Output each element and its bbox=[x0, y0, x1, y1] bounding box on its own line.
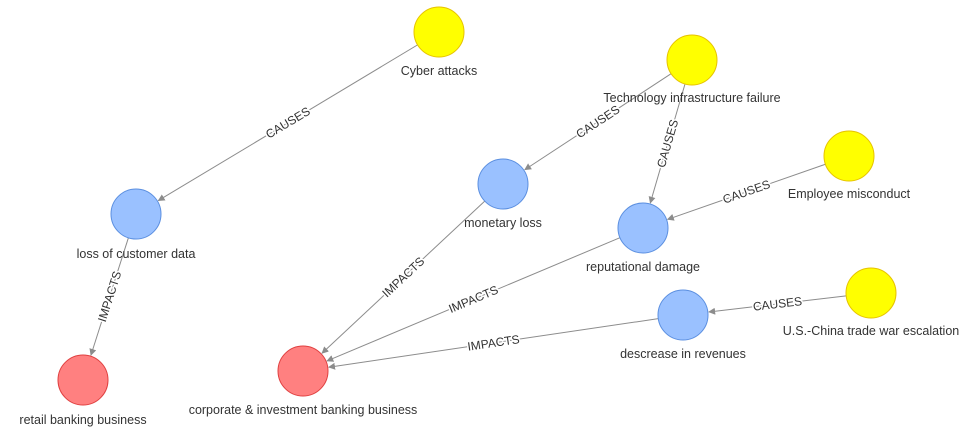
edge-label: CAUSES bbox=[573, 102, 622, 141]
node-circle[interactable] bbox=[477, 158, 529, 210]
node-label: U.S.-China trade war escalation bbox=[783, 324, 960, 338]
node-descrease-in-revenues[interactable]: descrease in revenues bbox=[620, 289, 746, 361]
edge-trade-revenue[interactable]: CAUSES bbox=[708, 293, 847, 315]
node-loss-of-customer-data[interactable]: loss of customer data bbox=[77, 188, 196, 261]
edge-label: CAUSES bbox=[752, 294, 803, 314]
edge-line[interactable] bbox=[326, 237, 621, 362]
node-circle[interactable] bbox=[666, 34, 718, 86]
node-label: Employee misconduct bbox=[788, 187, 911, 201]
node-monetary-loss[interactable]: monetary loss bbox=[464, 158, 542, 230]
node-circle[interactable] bbox=[413, 6, 465, 58]
node-label: Cyber attacks bbox=[401, 64, 477, 78]
node-label: corporate & investment banking business bbox=[189, 403, 418, 417]
node-cyber-attacks[interactable]: Cyber attacks bbox=[401, 6, 477, 78]
node-circle[interactable] bbox=[845, 267, 897, 319]
node-circle[interactable] bbox=[110, 188, 162, 240]
edge-label: CAUSES bbox=[721, 177, 772, 207]
edge-cyber-lossdata[interactable]: CAUSES bbox=[157, 44, 418, 202]
node-circle[interactable] bbox=[823, 130, 875, 182]
node-circle[interactable] bbox=[57, 354, 109, 406]
edge-line[interactable] bbox=[524, 73, 672, 171]
edge-monetary-corporate[interactable]: IMPACTS bbox=[321, 200, 486, 354]
node-label: reputational damage bbox=[586, 260, 700, 274]
edge-line[interactable] bbox=[157, 44, 418, 202]
node-u-s-china-trade-war-escalation[interactable]: U.S.-China trade war escalation bbox=[783, 267, 960, 338]
edge-line[interactable] bbox=[708, 295, 847, 315]
edge-revenue-corporate[interactable]: IMPACTS bbox=[328, 318, 659, 370]
edge-line[interactable] bbox=[648, 83, 686, 204]
node-circle[interactable] bbox=[617, 202, 669, 254]
node-circle[interactable] bbox=[657, 289, 709, 341]
node-corporate-investment-banking-business[interactable]: corporate & investment banking business bbox=[189, 345, 418, 417]
edge-label: IMPACTS bbox=[95, 269, 124, 323]
node-employee-misconduct[interactable]: Employee misconduct bbox=[788, 130, 911, 201]
edge-label: IMPACTS bbox=[447, 283, 501, 316]
edge-line[interactable] bbox=[89, 237, 129, 356]
node-label: descrease in revenues bbox=[620, 347, 746, 361]
edge-line[interactable] bbox=[321, 200, 486, 354]
edge-label: CAUSES bbox=[263, 104, 313, 141]
edge-label: CAUSES bbox=[654, 118, 681, 169]
node-circle[interactable] bbox=[277, 345, 329, 397]
node-technology-infrastructure-failure[interactable]: Technology infrastructure failure bbox=[603, 34, 781, 105]
edge-line[interactable] bbox=[666, 163, 826, 221]
node-reputational-damage[interactable]: reputational damage bbox=[586, 202, 700, 274]
node-label: loss of customer data bbox=[77, 247, 196, 261]
edge-label: IMPACTS bbox=[467, 332, 521, 353]
node-label: retail banking business bbox=[19, 413, 146, 427]
edge-label: IMPACTS bbox=[379, 254, 427, 300]
edge-line[interactable] bbox=[328, 318, 659, 370]
node-retail-banking-business[interactable]: retail banking business bbox=[19, 354, 147, 427]
node-label: monetary loss bbox=[464, 216, 542, 230]
node-label: Technology infrastructure failure bbox=[603, 91, 780, 105]
edge-tech-monetary[interactable]: CAUSES bbox=[524, 73, 672, 171]
